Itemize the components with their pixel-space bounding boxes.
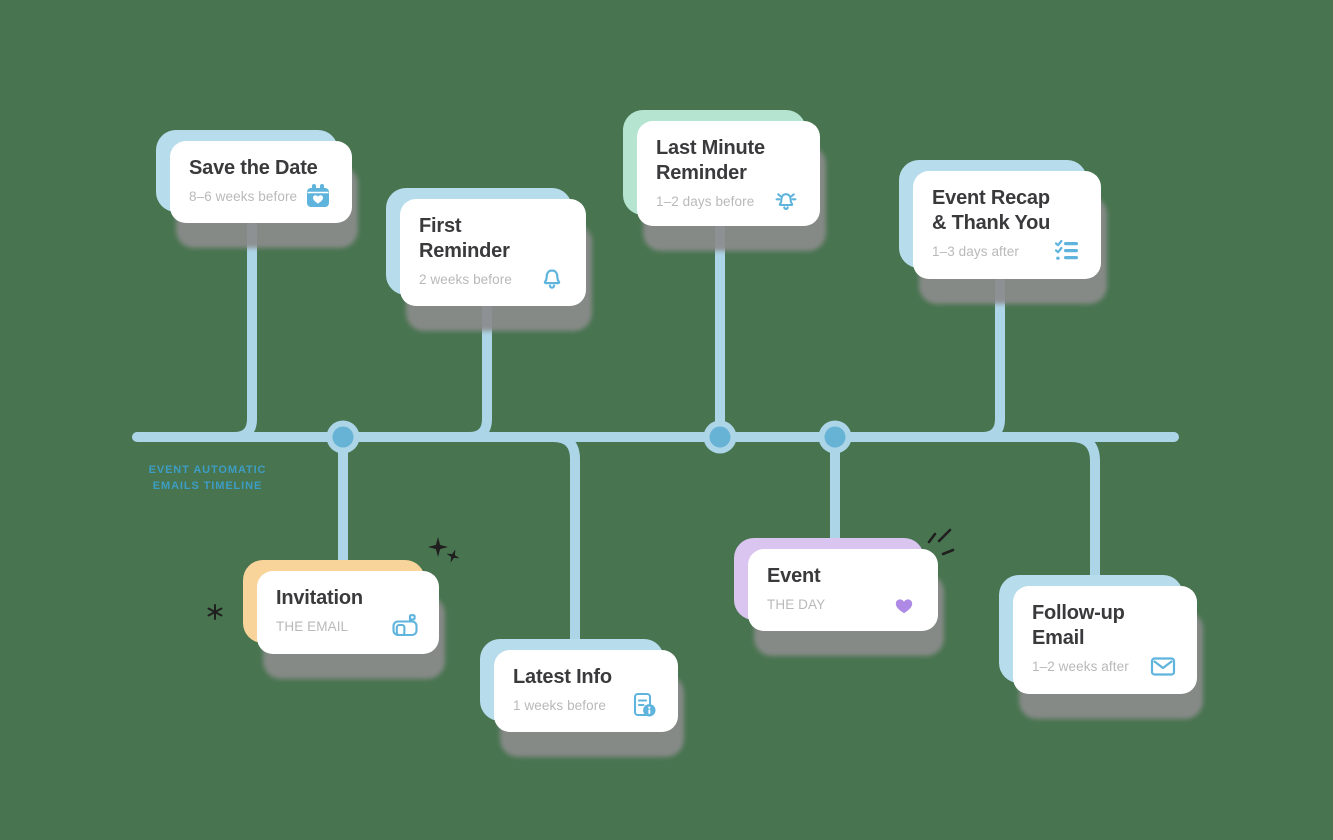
card-title: Last Minute Reminder bbox=[656, 136, 801, 186]
connector-first-reminder bbox=[464, 291, 492, 442]
card-title-line: Reminder bbox=[419, 240, 510, 262]
timeline-label: EVENT AUTOMATIC EMAILS TIMELINE bbox=[140, 462, 275, 494]
card-title-line: Last Minute bbox=[656, 137, 765, 159]
timeline-label-line1: EVENT AUTOMATIC bbox=[148, 464, 267, 476]
card-title: Invitation bbox=[276, 586, 420, 611]
timeline-dot-core bbox=[332, 426, 354, 448]
emphasis-dashes-icon bbox=[927, 528, 955, 556]
card-title: Event Recap & Thank You bbox=[932, 186, 1082, 236]
calendar-heart-icon bbox=[307, 184, 330, 207]
card-front: Follow-up Email 1–2 weeks after bbox=[1013, 586, 1197, 694]
card-subtitle: THE EMAIL bbox=[276, 618, 349, 634]
timeline-dots bbox=[326, 420, 852, 454]
bell-ring-icon bbox=[775, 193, 797, 210]
card-subtitle: THE DAY bbox=[767, 596, 826, 612]
card-front: Save the Date 8–6 weeks before bbox=[170, 141, 352, 223]
connector-event-recap bbox=[977, 263, 1005, 442]
card-title-line: First bbox=[419, 215, 462, 237]
mailbox-icon bbox=[392, 614, 418, 637]
card-title-line: & Thank You bbox=[932, 212, 1051, 234]
card-first-reminder: First Reminder 2 weeks before bbox=[386, 188, 592, 331]
card-title-line: Event bbox=[767, 565, 821, 587]
card-title: Follow-up Email bbox=[1032, 601, 1178, 651]
card-title: Latest Info bbox=[513, 665, 659, 690]
timeline-label-line2: EMAILS TIMELINE bbox=[152, 480, 263, 492]
card-title-line: Email bbox=[1032, 627, 1085, 649]
timeline-line bbox=[132, 207, 1179, 673]
checklist-icon bbox=[1054, 239, 1078, 260]
card-front: Last Minute Reminder 1–2 days before bbox=[637, 121, 820, 226]
card-title-line: Latest Info bbox=[513, 666, 612, 688]
card-event-recap-thank-you: Event Recap & Thank You 1–3 days after bbox=[899, 160, 1107, 304]
heart-icon bbox=[895, 599, 913, 614]
asterisk-icon bbox=[207, 604, 223, 620]
card-title-line: Reminder bbox=[656, 162, 747, 184]
card-subtitle: 1–3 days after bbox=[932, 243, 1019, 259]
timeline-dot-core bbox=[824, 426, 846, 448]
card-title-line: Follow-up bbox=[1032, 602, 1125, 624]
card-latest-info: Latest Info 1 weeks before bbox=[480, 639, 684, 757]
doc-info-icon bbox=[633, 692, 656, 717]
envelope-icon bbox=[1150, 657, 1176, 676]
card-title-line: Event Recap bbox=[932, 187, 1050, 209]
card-last-minute-reminder: Last Minute Reminder 1–2 days before bbox=[623, 110, 826, 251]
bell-icon bbox=[543, 269, 561, 289]
card-invitation: Invitation THE EMAIL bbox=[243, 560, 445, 679]
sparkle-small-icon bbox=[446, 549, 460, 563]
sparkle-icon bbox=[428, 537, 448, 557]
card-subtitle: 1–2 weeks after bbox=[1032, 658, 1129, 674]
card-subtitle: 1–2 days before bbox=[656, 193, 755, 209]
card-title-line: Save the Date bbox=[189, 157, 318, 179]
card-title: Save the Date bbox=[189, 156, 333, 181]
connector-save-the-date bbox=[229, 207, 257, 442]
card-title: Event bbox=[767, 564, 919, 589]
card-save-the-date: Save the Date 8–6 weeks before bbox=[156, 130, 358, 248]
connector-follow-up bbox=[1066, 432, 1100, 609]
timeline-dot-core bbox=[709, 426, 731, 448]
card-front: Invitation THE EMAIL bbox=[257, 571, 439, 654]
card-front: Event Recap & Thank You 1–3 days after bbox=[913, 171, 1101, 279]
card-title-line: Invitation bbox=[276, 587, 363, 609]
card-subtitle: 2 weeks before bbox=[419, 271, 512, 287]
card-event: Event THE DAY bbox=[734, 538, 944, 656]
card-title: First Reminder bbox=[419, 214, 567, 264]
card-front: Latest Info 1 weeks before bbox=[494, 650, 678, 732]
connector-latest-info bbox=[548, 432, 580, 673]
card-front: First Reminder 2 weeks before bbox=[400, 199, 586, 306]
card-subtitle: 1 weeks before bbox=[513, 697, 606, 713]
card-subtitle: 8–6 weeks before bbox=[189, 188, 298, 204]
card-front: Event THE DAY bbox=[748, 549, 938, 631]
card-follow-up-email: Follow-up Email 1–2 weeks after bbox=[999, 575, 1203, 719]
